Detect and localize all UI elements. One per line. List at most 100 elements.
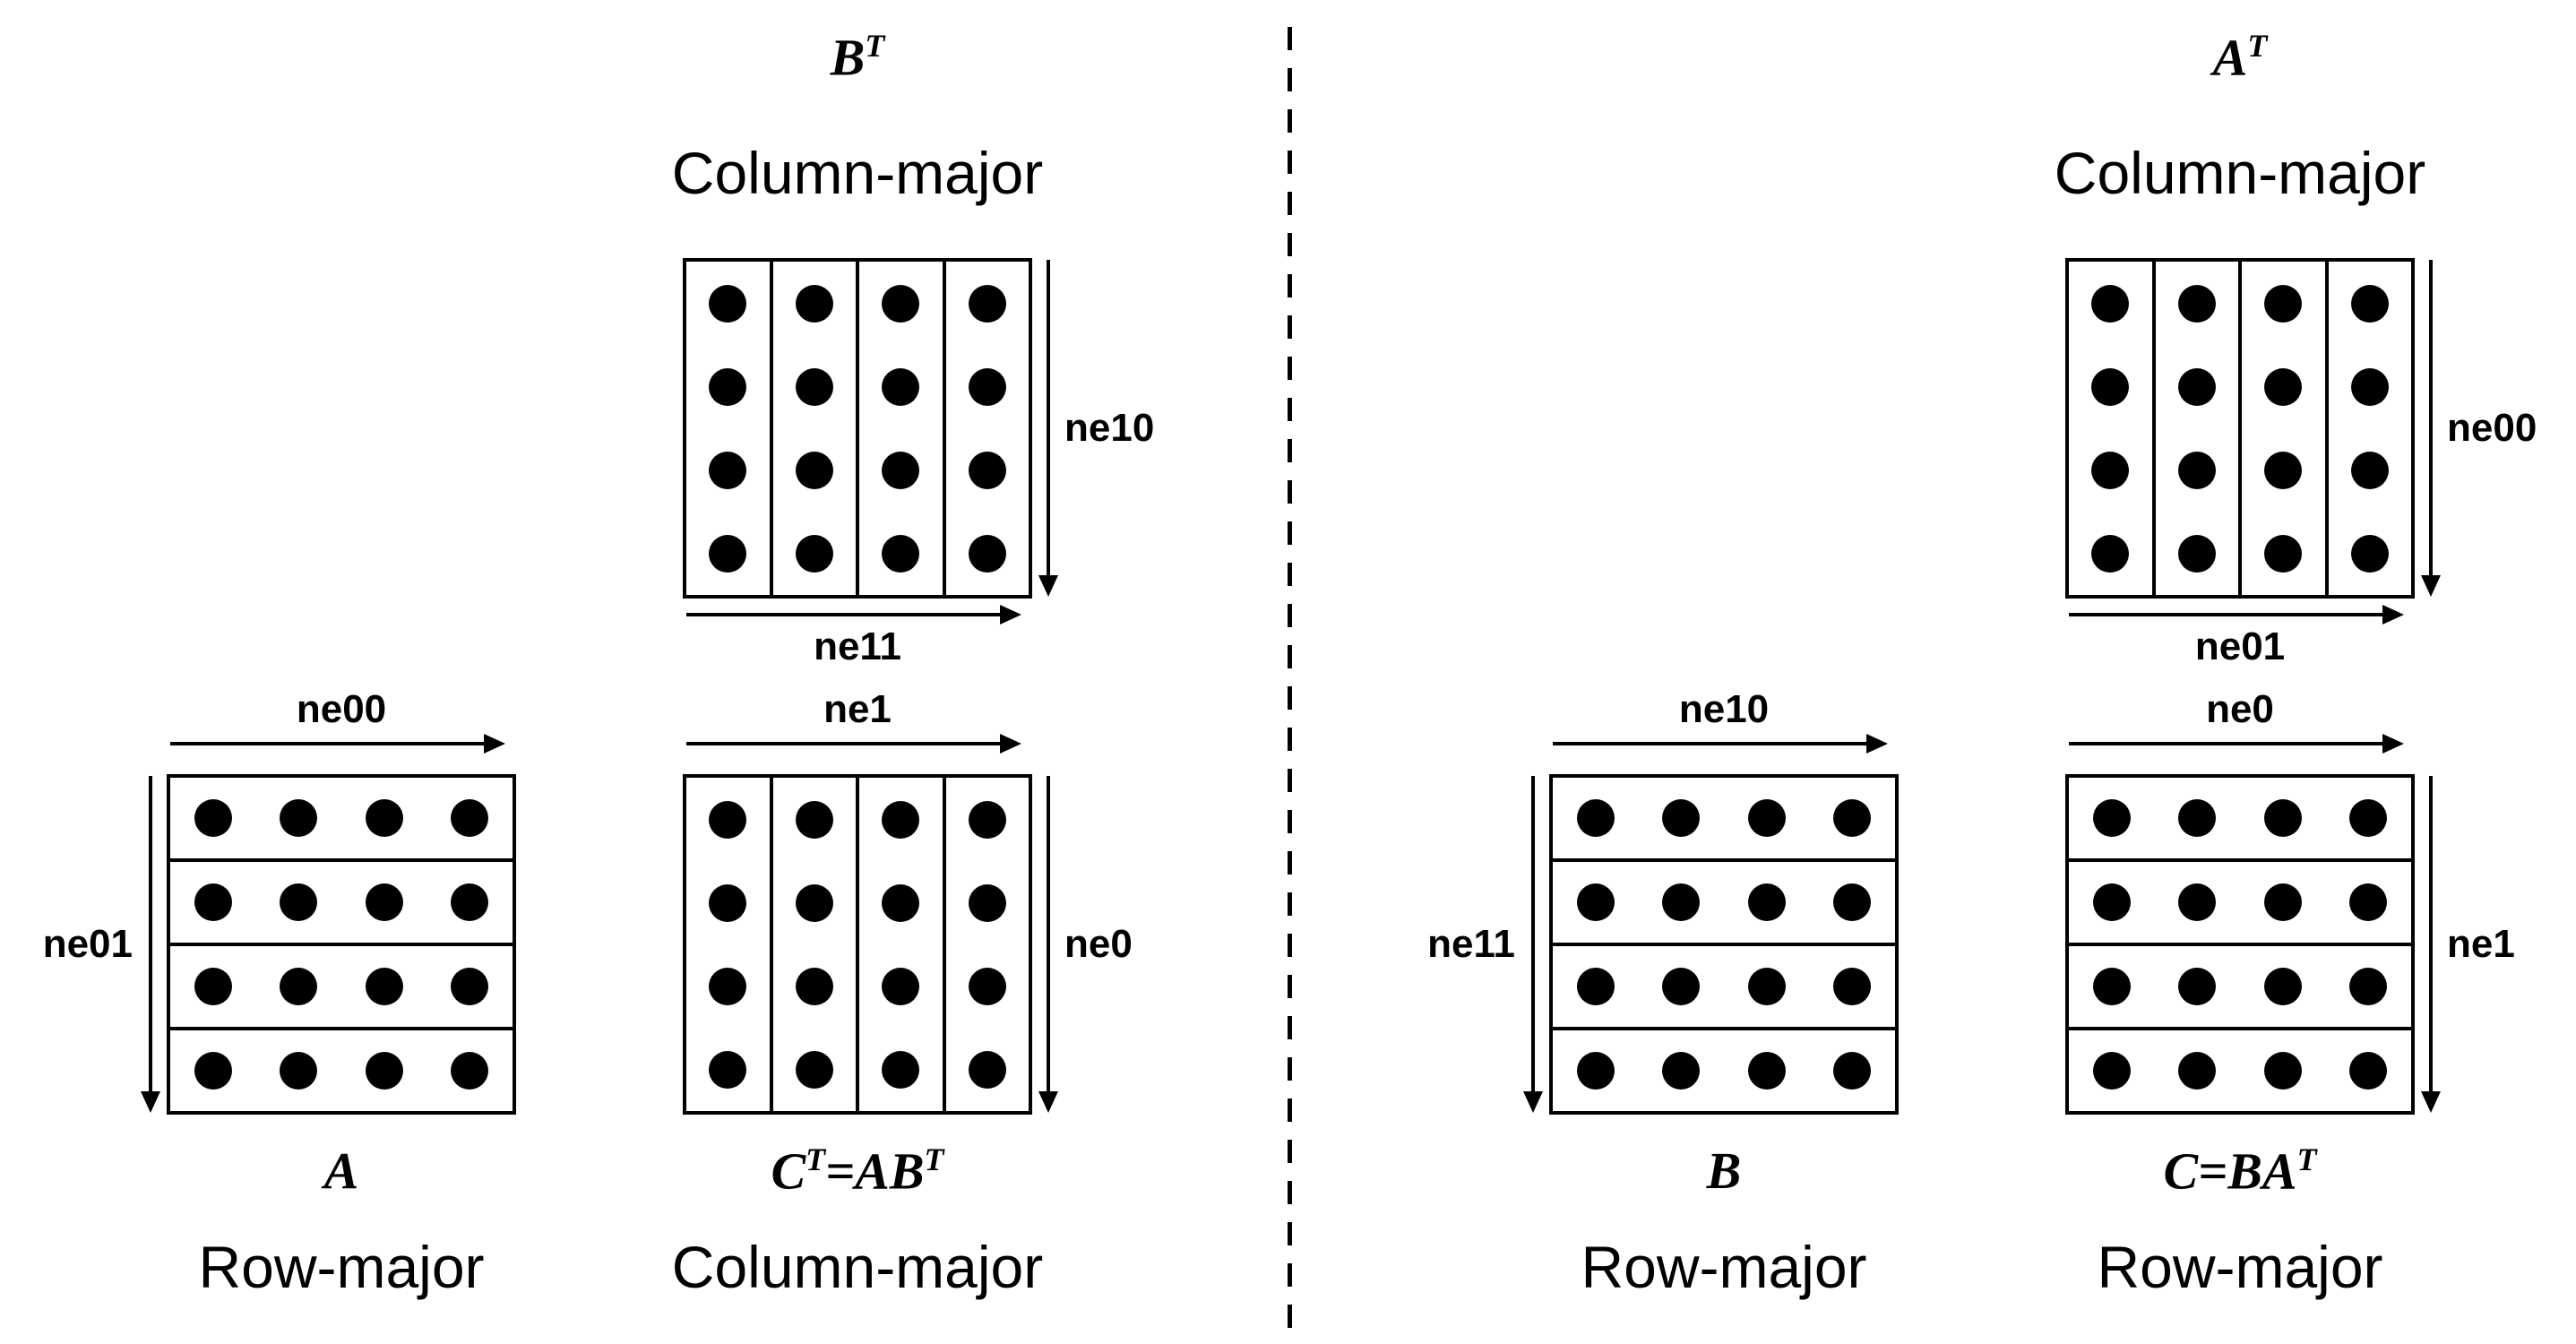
matrix-element-dot [709, 534, 747, 573]
dim-label-ne1: ne1 [2447, 922, 2515, 966]
dim-label-ne11: ne11 [1427, 922, 1515, 966]
right-arrow-icon [2069, 613, 2382, 616]
matrix-name: B [1706, 1142, 1742, 1200]
down-arrow-icon [2429, 776, 2433, 1091]
matrix-element-dot [2349, 799, 2388, 837]
matrix-element-dot [280, 799, 318, 837]
matrix-stripe [170, 943, 513, 1027]
matrix-element-dot [1833, 968, 1872, 1005]
right-arrow-icon [2069, 742, 2382, 745]
matrix-stripe [856, 778, 943, 1111]
matrix-element-dot [2092, 968, 2131, 1005]
right-arrow-icon [1553, 742, 1866, 745]
dim-label-ne01: ne01 [2194, 625, 2286, 668]
matrix-element-dot [2350, 451, 2389, 489]
matrix-stripe [942, 778, 1030, 1111]
matrix-element-dot [194, 1052, 232, 1090]
matrix-element-dot [1833, 799, 1872, 837]
matrix-stripe [2324, 262, 2412, 595]
matrix-element-dot [882, 367, 920, 406]
matrix-element-dot [1833, 1052, 1872, 1090]
matrix-element-dot [968, 284, 1006, 323]
matrix-element-dot [2177, 534, 2216, 573]
matrix-element-dot [2263, 1052, 2302, 1090]
matrix-element-dot [451, 968, 489, 1005]
matrix-stripe [2238, 262, 2325, 595]
matrix-stripe [2151, 262, 2239, 595]
matrix-element-dot [882, 451, 920, 489]
matrix-element-dot [2264, 367, 2303, 406]
matrix-stripe [1553, 1027, 1895, 1111]
matrix-element-dot [882, 967, 920, 1005]
matrix-element-dot [2264, 284, 2303, 323]
matrix-a-transpose [2065, 258, 2415, 599]
matrix-element-dot [795, 883, 833, 922]
matrix-b-transpose [683, 258, 1032, 599]
matrix-element-dot [365, 883, 403, 921]
panel-divider [1288, 27, 1292, 1330]
matrix-group-c-transpose: ne1 ne0 CT=ABT Column-major [672, 690, 1133, 1300]
matrix-element-dot [709, 1050, 747, 1089]
matrix-element-dot [2264, 534, 2303, 573]
matrix-stripe [769, 262, 857, 595]
matrix-group-b-transpose: BT Column-major ne10 ne11 [672, 28, 1155, 667]
matrix-element-dot [968, 883, 1006, 922]
matrix-element-dot [1662, 1052, 1701, 1090]
matrix-element-dot [1747, 799, 1786, 837]
memory-layout-label: Row-major [2097, 1234, 2383, 1300]
matrix-element-dot [280, 1052, 318, 1090]
memory-layout-label: Row-major [1581, 1234, 1867, 1300]
right-arrow-icon [686, 742, 1000, 745]
matrix-element-dot [1576, 883, 1615, 921]
matrix-element-dot [2177, 451, 2216, 489]
matrix-element-dot [365, 799, 403, 837]
memory-layout-label: Column-major [671, 1234, 1044, 1300]
matrix-element-dot [795, 967, 833, 1005]
matrix-element-dot [194, 883, 232, 921]
matrix-name: BT [830, 27, 885, 87]
matrix-element-dot [2178, 799, 2217, 837]
matrix-name: C=BAT [2163, 1142, 2317, 1201]
matrix-group-a: ne00 ne01 A Row-major [43, 690, 516, 1299]
down-arrow-icon [1531, 776, 1535, 1091]
matrix-element-dot [451, 799, 489, 837]
matrix-a [167, 774, 516, 1115]
matrix-element-dot [1576, 1052, 1615, 1090]
matrix-element-dot [365, 968, 403, 1005]
matrix-element-dot [1833, 883, 1872, 921]
matrix-element-dot [1747, 1052, 1786, 1090]
matrix-element-dot [2263, 799, 2302, 837]
matrix-b [1549, 774, 1899, 1115]
matrix-element-dot [2178, 883, 2217, 921]
matrix-stripe [686, 262, 770, 595]
matrix-element-dot [2178, 1052, 2217, 1090]
matrix-element-dot [1747, 968, 1786, 1005]
matrix-group-b: ne10 ne11 B Row-major [1427, 690, 1899, 1299]
down-arrow-icon [2429, 260, 2433, 575]
matrix-element-dot [2349, 883, 2388, 921]
matrix-group-a-transpose: AT Column-major ne00 ne01 [2055, 28, 2537, 667]
memory-layout-label: Column-major [2054, 140, 2426, 207]
matrix-element-dot [2177, 367, 2216, 406]
matrix-element-dot [2178, 968, 2217, 1005]
matrix-element-dot [2264, 451, 2303, 489]
memory-layout-label: Column-major [671, 140, 1044, 207]
dim-label-ne10: ne10 [1064, 406, 1155, 450]
matrix-stripe [170, 1027, 513, 1111]
matrix-stripe [2069, 778, 2411, 858]
matrix-stripe [686, 778, 770, 1111]
matrix-element-dot [1576, 968, 1615, 1005]
matrix-element-dot [2350, 367, 2389, 406]
matrix-element-dot [709, 284, 747, 323]
matrix-element-dot [2349, 1052, 2388, 1090]
matrix-element-dot [1662, 968, 1701, 1005]
matrix-element-dot [882, 883, 920, 922]
matrix-stripe [1553, 778, 1895, 858]
matrix-element-dot [882, 534, 920, 573]
matrix-element-dot [194, 968, 232, 1005]
matrix-stripe [2069, 858, 2411, 943]
matrix-element-dot [968, 534, 1006, 573]
matrix-element-dot [968, 451, 1006, 489]
matrix-element-dot [2350, 284, 2389, 323]
